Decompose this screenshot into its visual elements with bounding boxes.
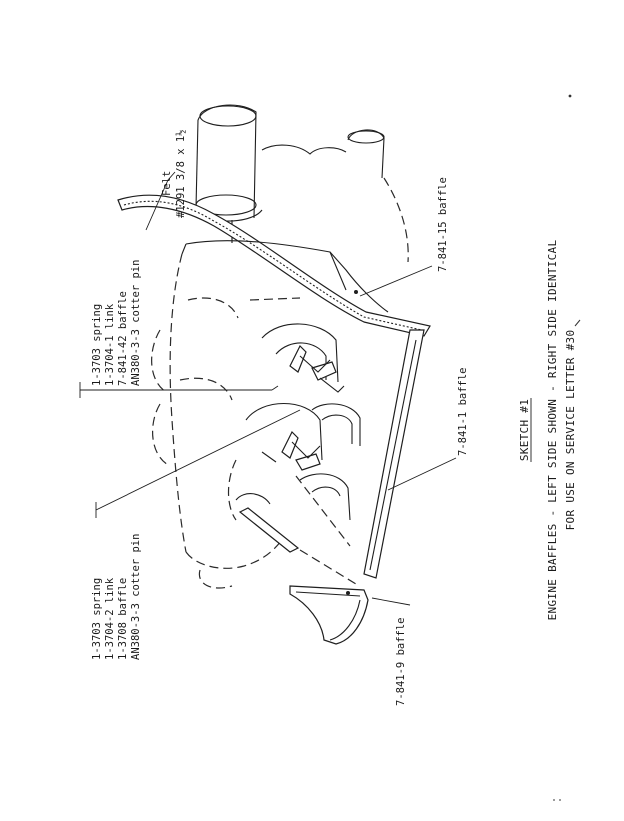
label-b-cotter-pin: AN380-3-3 cotter pin <box>130 534 142 660</box>
felt-strip <box>117 194 431 337</box>
exhaust-stacks <box>187 104 409 263</box>
label-b-baffle: 1-3708 baffle <box>117 578 129 660</box>
lower-plate <box>238 507 300 553</box>
caption-line1: ENGINE BAFFLES - LEFT SIDE SHOWN - RIGHT… <box>546 240 559 621</box>
label-felt-title: Felt <box>161 171 173 196</box>
cylinder-cups <box>235 323 361 521</box>
engine-outline-dashed <box>151 253 357 589</box>
label-baffle-841-1: 7-841-1 baffle <box>457 367 469 456</box>
baffle-panel-841-1 <box>363 329 425 579</box>
label-b-link: 1-3704-2 link <box>104 577 116 660</box>
engine-drawing <box>79 104 457 645</box>
label-group-a: 1-3703 spring 1-3704-1 link 7-841-42 baf… <box>91 260 142 386</box>
label-b-spring: 1-3703 spring <box>91 578 103 660</box>
label-a-baffle: 7-841-42 baffle <box>117 291 129 386</box>
label-a-cotter-pin: AN380-3-3 cotter pin <box>130 260 142 386</box>
label-baffle-841-15: 7-841-15 baffle <box>437 177 449 272</box>
label-a-link: 1-3704-1 link <box>104 303 116 386</box>
caption-title: SKETCH #1 <box>518 399 531 461</box>
label-felt: Felt #1291 3/8 x 1½ <box>161 129 187 218</box>
label-group-b: 1-3703 spring 1-3704-2 link 1-3708 baffl… <box>91 534 142 660</box>
baffle-panel-841-15 <box>181 240 389 313</box>
spring-link-assembly-lower <box>261 430 321 471</box>
label-a-spring: 1-3703 spring <box>91 304 103 386</box>
leader-lines <box>79 171 457 606</box>
label-baffle-841-9: 7-841-9 baffle <box>395 617 407 706</box>
caption: SKETCH #1 ENGINE BAFFLES - LEFT SIDE SHO… <box>518 240 577 621</box>
caption-line2: FOR USE ON SERVICE LETTER #30 <box>564 330 577 531</box>
baffle-panel-841-9 <box>289 585 369 645</box>
spring-link-assembly-upper <box>289 344 345 393</box>
scan-marks <box>553 94 581 801</box>
label-felt-spec: #1291 3/8 x 1½ <box>175 129 187 218</box>
